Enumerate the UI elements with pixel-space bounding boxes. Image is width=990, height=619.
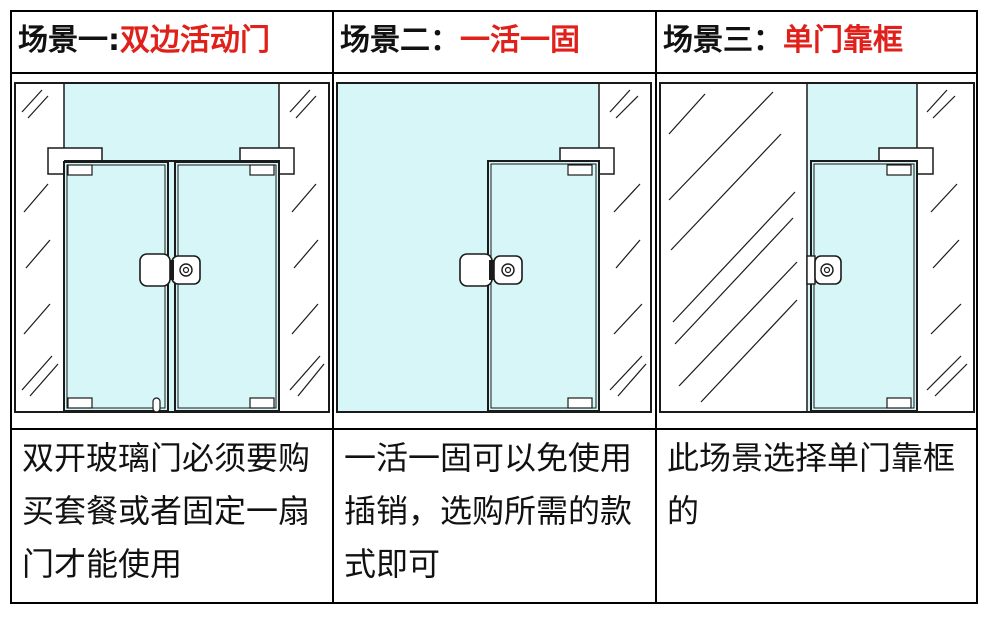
panel-1-heading-prefix: 场景一: [18, 23, 108, 58]
scene-2-wall-hatch-right: [609, 89, 647, 397]
panel-1-heading-highlight: 双边活动门: [120, 23, 270, 58]
panel-2-heading-highlight: 一活一固: [460, 23, 580, 58]
scene-3-frame-striker: [806, 255, 816, 285]
scene-3-door-leaf: [810, 160, 918, 412]
panel-3-heading-prefix: 场景三: [663, 23, 753, 58]
panel-3-heading-highlight: 单门靠框: [783, 23, 903, 58]
panel-3-heading-separator: ：: [753, 23, 783, 58]
column-divider-1: [332, 10, 334, 604]
keyhole-icon: [179, 263, 193, 277]
heading-divider: [10, 72, 978, 74]
scene-3-wall-hatch-right: [926, 89, 968, 397]
panel-2-heading: 场景二：一活一固: [334, 12, 655, 72]
keyhole-icon: [820, 263, 834, 277]
panel-2-heading-separator: ：: [430, 23, 460, 58]
scene-1-wall-hatch-left: [21, 89, 59, 397]
panel-1-description: 双开玻璃门必须要购买套餐或者固定一扇门才能使用: [22, 439, 311, 583]
scene-1-double-door-drawing: [14, 82, 330, 413]
scene-2-door-leaf: [487, 160, 600, 412]
scene-1-wall-hatch-right: [289, 89, 325, 397]
panel-1-heading: 场景一:双边活动门: [12, 12, 332, 72]
panel-3-heading: 场景三：单门靠框: [657, 12, 978, 72]
scene-1-door-leaf-right: [174, 161, 280, 412]
scene-3-single-frame-drawing: [659, 82, 975, 413]
panel-3-description: 此场景选择单门靠框的: [667, 439, 956, 530]
scene-2-one-fixed-drawing: [336, 82, 652, 413]
panel-1-heading-separator: :: [108, 23, 120, 58]
keyhole-icon: [501, 263, 515, 277]
outer-frame: [10, 10, 978, 604]
panel-2-description: 一活一固可以免使用插销，选购所需的款式即可: [344, 439, 633, 583]
scene-3-wall-hatch-left: [668, 91, 798, 403]
column-divider-2: [655, 10, 657, 604]
description-divider: [10, 428, 978, 430]
scene-1-lock-left: [139, 253, 171, 287]
panel-2-heading-prefix: 场景二: [340, 23, 430, 58]
scene-2-lock-fixed: [459, 253, 493, 287]
scene-1-floor-bolt: [152, 397, 161, 413]
